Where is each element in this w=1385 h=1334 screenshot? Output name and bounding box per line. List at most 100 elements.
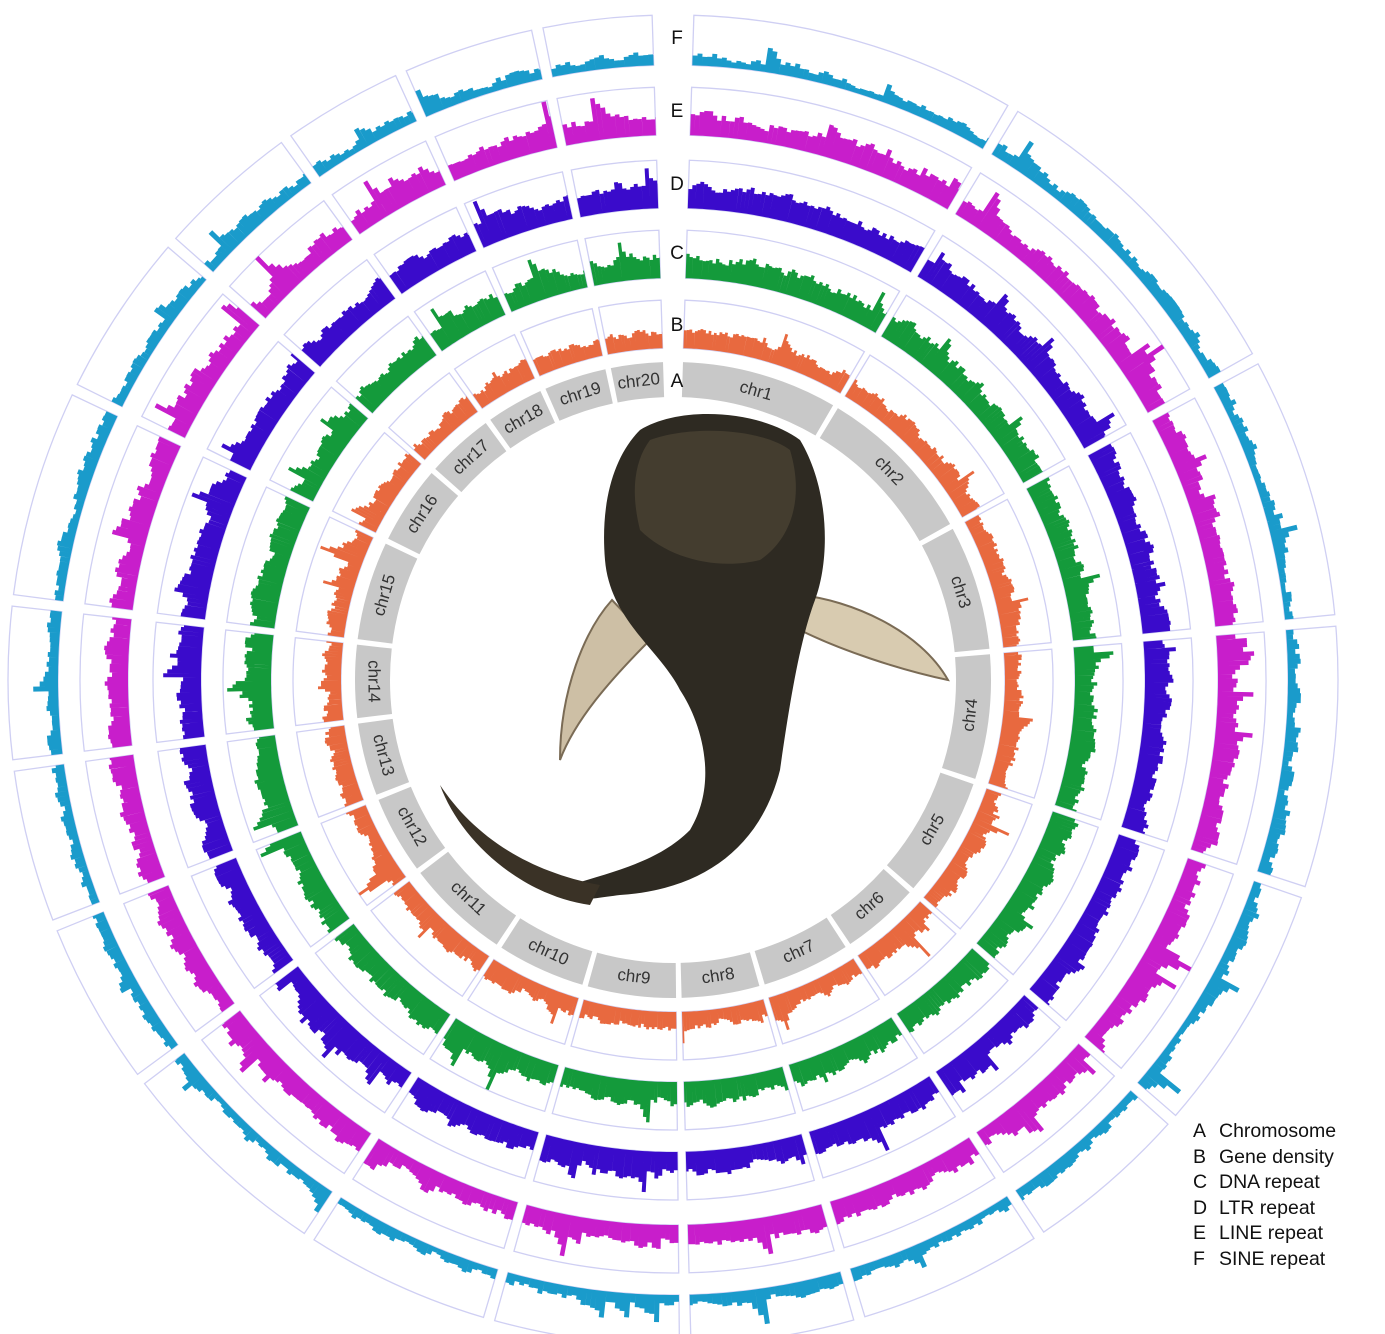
track-frame: [314, 923, 452, 1056]
histogram-bars-D-chr15: [174, 470, 247, 620]
chromosome-chr18: [490, 390, 555, 449]
track-frame: [519, 307, 604, 377]
chromosome-chr9: [587, 952, 677, 999]
track-frame: [689, 86, 973, 211]
histogram-bars-C-chr18: [430, 293, 506, 351]
histogram-bars-E-chr3: [1152, 412, 1238, 627]
track-label-E: E: [671, 101, 684, 122]
track-frame: [532, 1133, 679, 1201]
track-frame: [466, 958, 580, 1046]
tracks-layer: chr1chr2chr3chr4chr5chr6chr7chr8chr9chr1…: [7, 14, 1339, 1334]
histogram-bars-B-chr20: [605, 329, 663, 355]
track-frame: [584, 229, 662, 287]
histogram-bars-B-chr19: [532, 339, 603, 376]
histogram-bars-B-chr15: [320, 529, 373, 638]
track-B: [292, 299, 1054, 1061]
histogram-bars-F-chr12: [92, 911, 178, 1050]
track-frame: [206, 340, 316, 472]
track-frame: [975, 1043, 1116, 1174]
histogram-bars-D-chr18: [389, 232, 477, 294]
histogram-bars-E-chr20: [562, 98, 656, 146]
legend-label: Chromosome: [1219, 1120, 1337, 1142]
track-frame: [857, 900, 957, 997]
track-frame: [513, 1204, 680, 1274]
track-frame: [491, 239, 589, 313]
chromosome-label: chr8: [700, 964, 736, 988]
histogram-bars-B-chr3: [965, 515, 1029, 648]
histogram-bars-C-chr4: [1055, 645, 1114, 812]
histogram-bars-B-chr17: [413, 396, 478, 460]
fish-pectoral-fin-right: [799, 593, 950, 682]
histogram-bars-F-chr9: [505, 1272, 679, 1323]
track-frame: [429, 1017, 560, 1113]
track-frame: [570, 159, 659, 218]
chromosome-chr12: [378, 786, 446, 869]
histogram-bars-D-chr2: [917, 251, 1115, 449]
histogram-bars-C-chr15: [249, 496, 310, 629]
histogram-bars-F-chr7: [850, 1196, 1012, 1282]
histogram-bars-C-chr9: [559, 1067, 678, 1123]
track-frame: [370, 880, 490, 998]
histogram-bars-C-chr6: [897, 948, 990, 1033]
chromosome-chr15: [357, 543, 418, 644]
histogram-bars-B-chr4: [988, 652, 1033, 790]
chromosome-chr4: [941, 654, 991, 779]
track-frame: [916, 234, 1127, 450]
histogram-bars-E-chr15: [109, 436, 181, 610]
chromosome-chr16: [388, 473, 459, 555]
histogram-bars-D-chr7: [809, 1076, 940, 1155]
chromosome-chr10: [501, 918, 593, 985]
histogram-bars-E-chr6: [976, 1044, 1096, 1146]
histogram-bars-D-chr8: [685, 1134, 807, 1176]
legend-label: LTR repeat: [1219, 1196, 1316, 1219]
chromosome-chr13: [358, 718, 410, 795]
histogram-bars-C-chr3: [1026, 477, 1101, 641]
histogram-bars-D-chr13: [179, 744, 233, 860]
track-frame: [295, 516, 374, 639]
track-frame: [12, 394, 119, 602]
track-C: [222, 229, 1124, 1131]
histogram-bars-D-chr16: [221, 353, 315, 471]
track-frame: [990, 110, 1254, 380]
histogram-bars-D-chr19: [472, 195, 573, 248]
histogram-bars-B-chr9: [579, 999, 677, 1031]
track-label-C: C: [670, 243, 684, 264]
track-frame: [1256, 625, 1339, 888]
track-frame: [691, 14, 1009, 150]
track-frame: [935, 994, 1061, 1113]
track-frame: [964, 498, 1052, 649]
histogram-bars-C-chr11: [334, 924, 451, 1035]
histogram-bars-C-chr5: [976, 811, 1079, 959]
track-frame: [463, 171, 574, 249]
track-frame: [76, 246, 207, 408]
track-frame: [453, 333, 536, 410]
histogram-bars-C-chr12: [260, 831, 350, 934]
fish-tail: [440, 785, 600, 905]
track-frame: [1084, 857, 1235, 1070]
histogram-bars-E-chr4: [1191, 634, 1255, 854]
histogram-bars-C-chr2: [881, 316, 1043, 483]
track-frame: [269, 386, 369, 503]
track-frame: [1014, 1089, 1169, 1233]
histogram-bars-B-chr13: [324, 725, 364, 807]
histogram-bars-F-chr10: [337, 1197, 498, 1280]
track-frame: [351, 1137, 519, 1250]
track-frame: [387, 371, 479, 461]
legend-key: C: [1193, 1171, 1208, 1194]
track-frame: [880, 294, 1066, 484]
legend-label: LINE repeat: [1219, 1222, 1324, 1245]
fish-head-highlight: [634, 430, 796, 564]
track-label-F: F: [671, 28, 683, 49]
track-frame: [987, 648, 1054, 799]
chromosome-label: chr4: [959, 698, 982, 733]
histogram-bars-B-chr12: [346, 805, 406, 896]
histogram-bars-B-chr16: [351, 453, 421, 533]
histogram-bars-F-chr15: [54, 411, 118, 601]
track-frame: [13, 763, 101, 921]
histogram-bars-E-chr11: [221, 1010, 371, 1152]
chromosome-chr7: [754, 917, 846, 985]
